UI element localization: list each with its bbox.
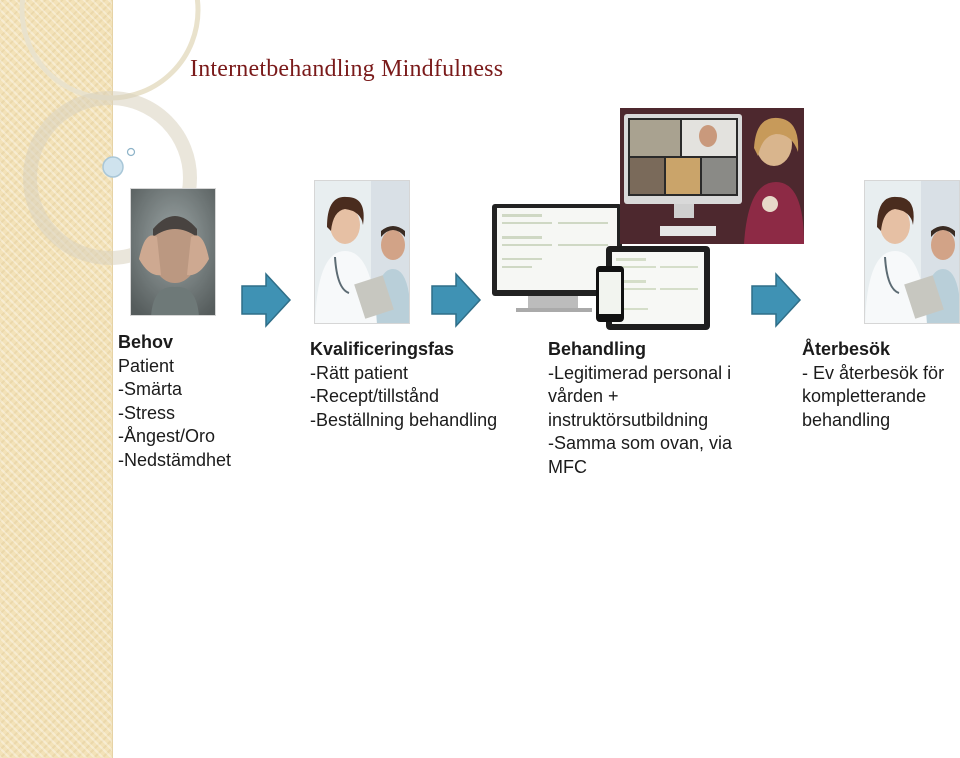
step-line: -Stress xyxy=(118,402,231,426)
step-line: kompletterande xyxy=(802,385,944,409)
arrow-right-icon xyxy=(430,272,482,328)
step-line: -Samma som ovan, via xyxy=(548,432,732,456)
arrow-right-icon xyxy=(240,272,292,328)
step-heading: Behandling xyxy=(548,338,732,362)
step-heading: Återbesök xyxy=(802,338,944,362)
step-behov: Behov Patient -Smärta -Stress -Ångest/Or… xyxy=(118,331,231,473)
step-heading: Kvalificeringsfas xyxy=(310,338,497,362)
step-line: -Ångest/Oro xyxy=(118,425,231,449)
step-line: instruktörsutbildning xyxy=(548,409,732,433)
step-line: MFC xyxy=(548,456,732,480)
step-heading: Behov xyxy=(118,331,231,355)
doctor-patient-photo xyxy=(314,180,410,324)
decorative-sidebar xyxy=(0,0,113,758)
step-line: - Ev återbesök för xyxy=(802,362,944,386)
step-line: -Recept/tillstånd xyxy=(310,385,497,409)
step-aterbesok: Återbesök - Ev återbesök för komplettera… xyxy=(802,338,944,432)
step-line: -Smärta xyxy=(118,378,231,402)
step-line: -Rätt patient xyxy=(310,362,497,386)
step-line: Patient xyxy=(118,355,231,379)
step-line: -Legitimerad personal i xyxy=(548,362,732,386)
stressed-man-photo xyxy=(130,188,216,316)
step-kvalificeringsfas: Kvalificeringsfas -Rätt patient -Recept/… xyxy=(310,338,497,432)
slide-title: Internetbehandling Mindfulness xyxy=(190,56,503,83)
videoconference-photo xyxy=(620,108,804,244)
step-line: -Beställning behandling xyxy=(310,409,497,433)
arrow-right-icon xyxy=(750,272,802,328)
step-line: -Nedstämdhet xyxy=(118,449,231,473)
doctor-patient-photo-2 xyxy=(864,180,960,324)
step-line: behandling xyxy=(802,409,944,433)
step-behandling: Behandling -Legitimerad personal i vårde… xyxy=(548,338,732,480)
step-line: vården + xyxy=(548,385,732,409)
